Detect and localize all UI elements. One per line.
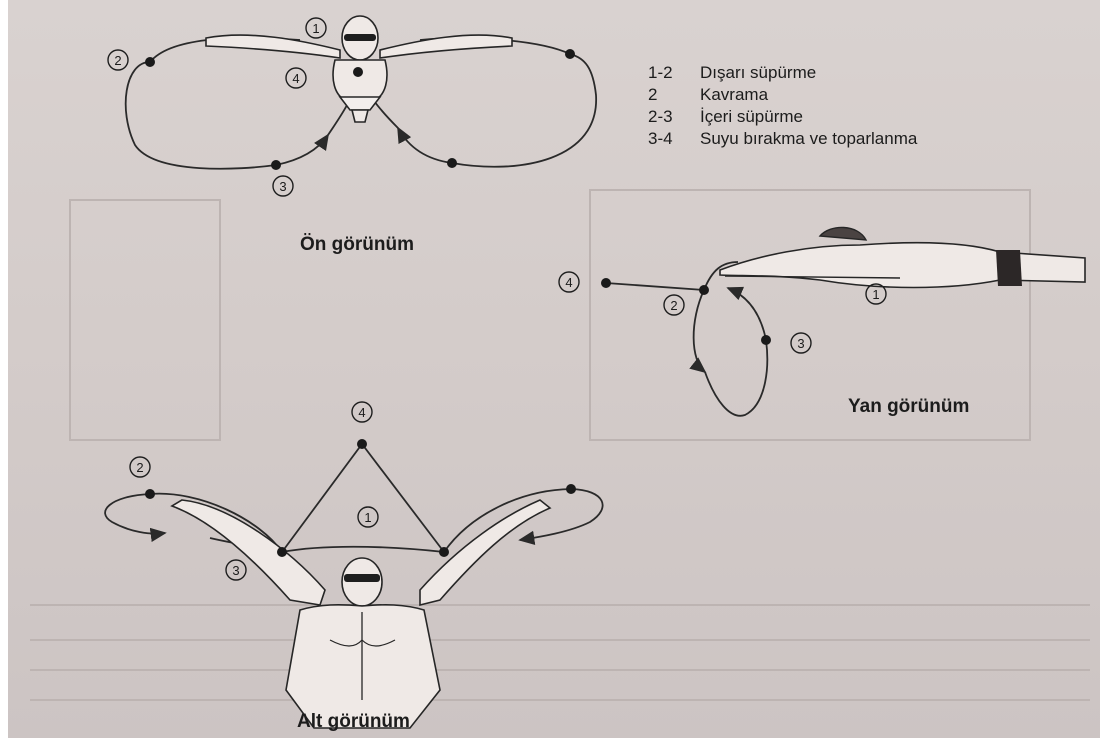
- bottom-point-3: [277, 547, 287, 557]
- legend-code-4: 3-4: [648, 129, 673, 148]
- side-down-stroke: [694, 290, 705, 372]
- bottom-marker-4: 4: [352, 402, 372, 422]
- bottom-marker-2: 2: [130, 457, 150, 477]
- svg-text:2: 2: [670, 298, 677, 313]
- bottom-triangle: [282, 444, 444, 552]
- side-view: 4 2 3 1 Yan görünüm: [559, 227, 1085, 417]
- svg-text:1: 1: [312, 21, 319, 36]
- svg-text:3: 3: [232, 563, 239, 578]
- front-right-inner: [398, 128, 452, 163]
- bottom-left-loop: [105, 494, 165, 534]
- front-marker-3: 3: [273, 176, 293, 196]
- bottom-point-2: [145, 489, 155, 499]
- legend: 1-2 Dışarı süpürme 2 Kavrama 2-3 İçeri s…: [648, 63, 918, 148]
- bottom-inner-arc: [282, 547, 444, 552]
- side-loop-bottom: [705, 340, 767, 416]
- side-up-stroke: [728, 288, 766, 340]
- side-point-2: [699, 285, 709, 295]
- svg-text:2: 2: [114, 53, 121, 68]
- bottom-point-4: [357, 439, 367, 449]
- side-marker-4: 4: [559, 272, 579, 292]
- bottom-swimmer-figure: [172, 500, 550, 728]
- svg-text:3: 3: [797, 336, 804, 351]
- front-point-2: [145, 57, 155, 67]
- bottom-view-title: Alt görünüm: [297, 711, 410, 732]
- side-line-4-2: [606, 283, 704, 290]
- front-view: 1 2 3 4 Ön görünüm: [108, 16, 596, 255]
- side-point-3: [761, 335, 771, 345]
- svg-text:2: 2: [136, 460, 143, 475]
- legend-text-2: Kavrama: [700, 85, 769, 104]
- svg-text:4: 4: [292, 71, 299, 86]
- svg-text:1: 1: [872, 287, 879, 302]
- front-point-4: [353, 67, 363, 77]
- bottom-point-right: [566, 484, 576, 494]
- svg-text:4: 4: [565, 275, 572, 290]
- bottom-marker-3: 3: [226, 560, 246, 580]
- legend-text-3: İçeri süpürme: [700, 107, 803, 126]
- bottom-point-right-low: [439, 547, 449, 557]
- legend-text-1: Dışarı süpürme: [700, 63, 816, 82]
- svg-text:1: 1: [364, 510, 371, 525]
- legend-code-3: 2-3: [648, 107, 673, 126]
- side-point-4: [601, 278, 611, 288]
- front-point-right-low: [447, 158, 457, 168]
- svg-text:4: 4: [358, 405, 365, 420]
- legend-code-1: 1-2: [648, 63, 673, 82]
- front-view-title: Ön görünüm: [300, 234, 414, 255]
- legend-text-4: Suyu bırakma ve toparlanma: [700, 129, 918, 148]
- svg-text:3: 3: [279, 179, 286, 194]
- front-marker-1: 1: [306, 18, 326, 38]
- side-view-title: Yan görünüm: [848, 396, 969, 417]
- bottom-view: 4 2 1 3 Alt görünüm: [105, 402, 603, 732]
- bottom-marker-1: 1: [358, 507, 378, 527]
- front-marker-4: 4: [286, 68, 306, 88]
- front-point-3: [271, 160, 281, 170]
- front-point-right: [565, 49, 575, 59]
- side-marker-1: 1: [866, 284, 886, 304]
- front-marker-2: 2: [108, 50, 128, 70]
- side-marker-3: 3: [791, 333, 811, 353]
- legend-code-2: 2: [648, 85, 657, 104]
- side-marker-2: 2: [664, 295, 684, 315]
